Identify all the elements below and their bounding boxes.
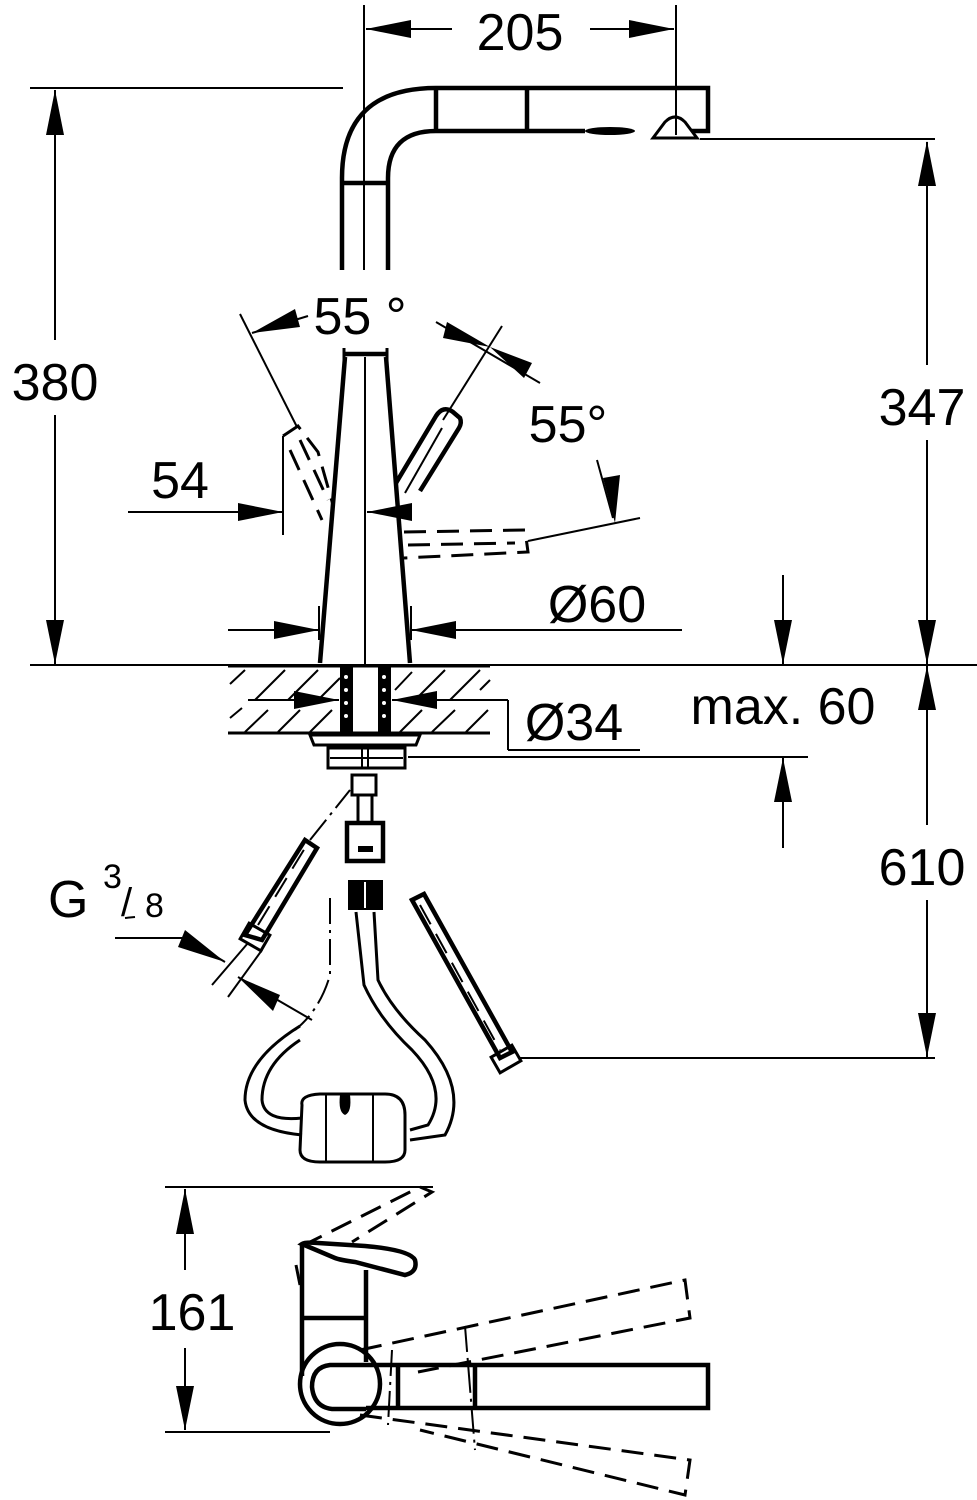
hole-diameter-dimension: Ø34 [248, 691, 640, 752]
countertop-section [30, 664, 977, 735]
dim-g-label: G [48, 871, 88, 929]
dim-610-label: 610 [879, 839, 966, 897]
dim-o34-label: Ø34 [525, 694, 623, 752]
side-view: 161 [149, 1185, 711, 1497]
outlet-height-dimension: 347 [879, 141, 966, 664]
faucet-body [282, 348, 530, 665]
dim-347-label: 347 [879, 379, 966, 437]
dim-54-label: 54 [151, 452, 209, 510]
dim-55-right-label: 55° [529, 396, 608, 454]
mounting-hardware [307, 733, 423, 910]
dim-55-left-label: 55 ° [313, 288, 406, 346]
base-diameter-dimension: Ø60 [228, 576, 682, 640]
total-height-dimension: 380 [12, 87, 343, 664]
dim-g-numerator: 3 [103, 858, 122, 896]
dim-161-label: 161 [149, 1284, 236, 1342]
hose-length-dimension: 610 [879, 666, 966, 1057]
spout-reach-dimension: 205 [363, 4, 677, 270]
max-thickness-dimension: max. 60 [408, 575, 875, 848]
dim-205-label: 205 [477, 4, 564, 62]
thread-size-dimension: G 3 / 8 [48, 858, 313, 1021]
lever-offset-dimension: 54 [128, 452, 412, 521]
spout [339, 85, 935, 270]
pull-out-hose [243, 898, 456, 1164]
supply-hoses [211, 789, 935, 1075]
dim-max60-label: max. 60 [691, 678, 876, 736]
dim-380-label: 380 [12, 354, 99, 412]
dim-o60-label: Ø60 [548, 576, 646, 634]
swivel-angle-dimension: 55 ° 55° [239, 288, 641, 542]
dim-g-slash: / [121, 881, 133, 925]
dim-g-denominator: 8 [145, 887, 164, 925]
